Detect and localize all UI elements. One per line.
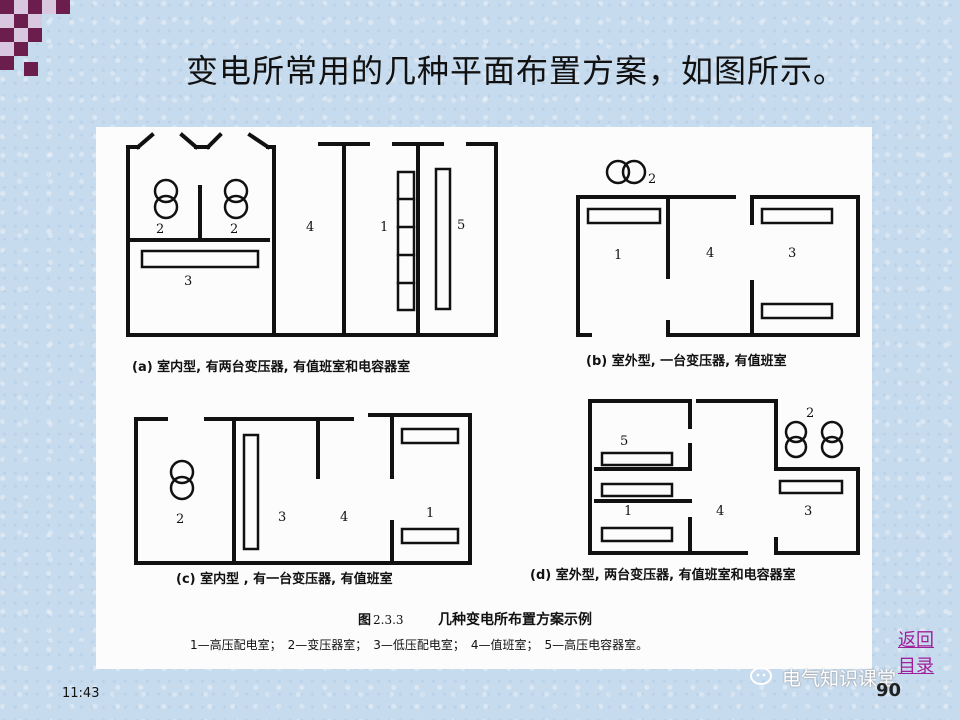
corner-decoration xyxy=(0,0,70,76)
panel-b-lv-switchboard-top xyxy=(760,207,834,225)
panel-a-label-2-right: 2 xyxy=(230,222,238,237)
panel-a-walls xyxy=(126,132,498,337)
panel-a-label-2-left: 2 xyxy=(156,222,164,237)
panel-b-hv-switchboard xyxy=(586,207,662,225)
layout-figure: 2 2 3 4 1 5 2 1 4 3 2 3 4 1 2 5 1 4 3 (a… xyxy=(96,127,872,669)
panel-d-transformer-1 xyxy=(784,420,808,444)
figure-caption-prefix: 图 xyxy=(358,613,371,628)
back-to-contents-link[interactable]: 返回目录 xyxy=(898,630,934,677)
panel-a-label-4: 4 xyxy=(306,220,314,235)
panel-c-label-1: 1 xyxy=(426,506,434,521)
panel-d-label-2: 2 xyxy=(806,406,814,421)
panel-d-caption: (d) 室外型, 两台变压器, 有值班室和电容器室 xyxy=(530,567,796,583)
watermark: 电气知识课堂 xyxy=(782,668,897,690)
panel-b-equipment xyxy=(586,159,834,320)
panel-a-label-1: 1 xyxy=(380,220,388,235)
slide-title: 变电所常用的几种平面布置方案，如图所示。 xyxy=(186,52,847,90)
panel-c-transformer xyxy=(169,459,195,485)
panel-b-walls xyxy=(576,195,860,337)
panel-d-hv-switchboard-top xyxy=(600,482,674,498)
panel-a-hv-cabinet xyxy=(396,170,416,312)
figure-caption-number: 2.3.3 xyxy=(373,613,404,627)
panel-d-walls xyxy=(588,399,860,555)
panel-a-equipment xyxy=(140,167,452,312)
panel-d-transformer-2 xyxy=(820,420,844,444)
figure-legend: 1—高压配电室； 2—变压器室； 3—低压配电室； 4—值班室； 5—高压电容器… xyxy=(190,637,648,652)
panel-b-label-2: 2 xyxy=(648,172,656,187)
panel-d-equipment xyxy=(600,420,844,543)
panel-d-lv-switchboard xyxy=(778,479,844,495)
panel-a-caption: (a) 室内型, 有两台变压器, 有值班室和电容器室 xyxy=(132,359,410,375)
panel-a-capacitor xyxy=(434,167,452,311)
panel-c-lv-switchboard xyxy=(242,433,260,551)
panel-d-label-5: 5 xyxy=(620,434,628,449)
panel-c-label-2: 2 xyxy=(176,512,184,527)
panel-c-hv-switchboard-bottom xyxy=(400,527,460,545)
panel-c-equipment xyxy=(169,427,460,551)
panel-a-lv-switchboard xyxy=(140,249,260,269)
layout-diagram: 2 2 3 4 1 5 2 1 4 3 2 3 4 1 2 5 1 4 3 (a… xyxy=(126,132,860,652)
timestamp: 11:43 xyxy=(62,686,100,701)
panel-d-label-4: 4 xyxy=(716,504,724,519)
panel-b-caption: (b) 室外型, 一台变压器, 有值班室 xyxy=(586,353,787,369)
panel-d-capacitor xyxy=(600,451,674,467)
panel-a-transformer-1 xyxy=(153,178,179,204)
panel-a-label-5: 5 xyxy=(457,218,465,233)
panel-a-transformer-2 xyxy=(223,178,249,204)
panel-d-label-3: 3 xyxy=(804,504,812,519)
panel-d-label-1: 1 xyxy=(624,504,632,519)
page-number: 90 xyxy=(876,680,902,701)
panel-c-caption: (c) 室内型 , 有一台变压器, 有值班室 xyxy=(176,571,393,587)
panel-b-label-3: 3 xyxy=(788,246,796,261)
panel-c-walls xyxy=(134,413,472,565)
panel-b-label-4: 4 xyxy=(706,246,714,261)
panel-b-transformer xyxy=(605,159,631,185)
panel-b-label-1: 1 xyxy=(614,248,622,263)
panel-d-hv-switchboard-bottom xyxy=(600,526,674,543)
panel-c-label-4: 4 xyxy=(340,510,348,525)
figure-caption-title: 几种变电所布置方案示例 xyxy=(438,611,592,628)
panel-a-label-3: 3 xyxy=(184,274,192,289)
panel-c-label-3: 3 xyxy=(278,510,286,525)
wechat-icon xyxy=(750,667,772,685)
panel-b-lv-switchboard-bottom xyxy=(760,302,834,320)
panel-c-hv-switchboard-top xyxy=(400,427,460,445)
